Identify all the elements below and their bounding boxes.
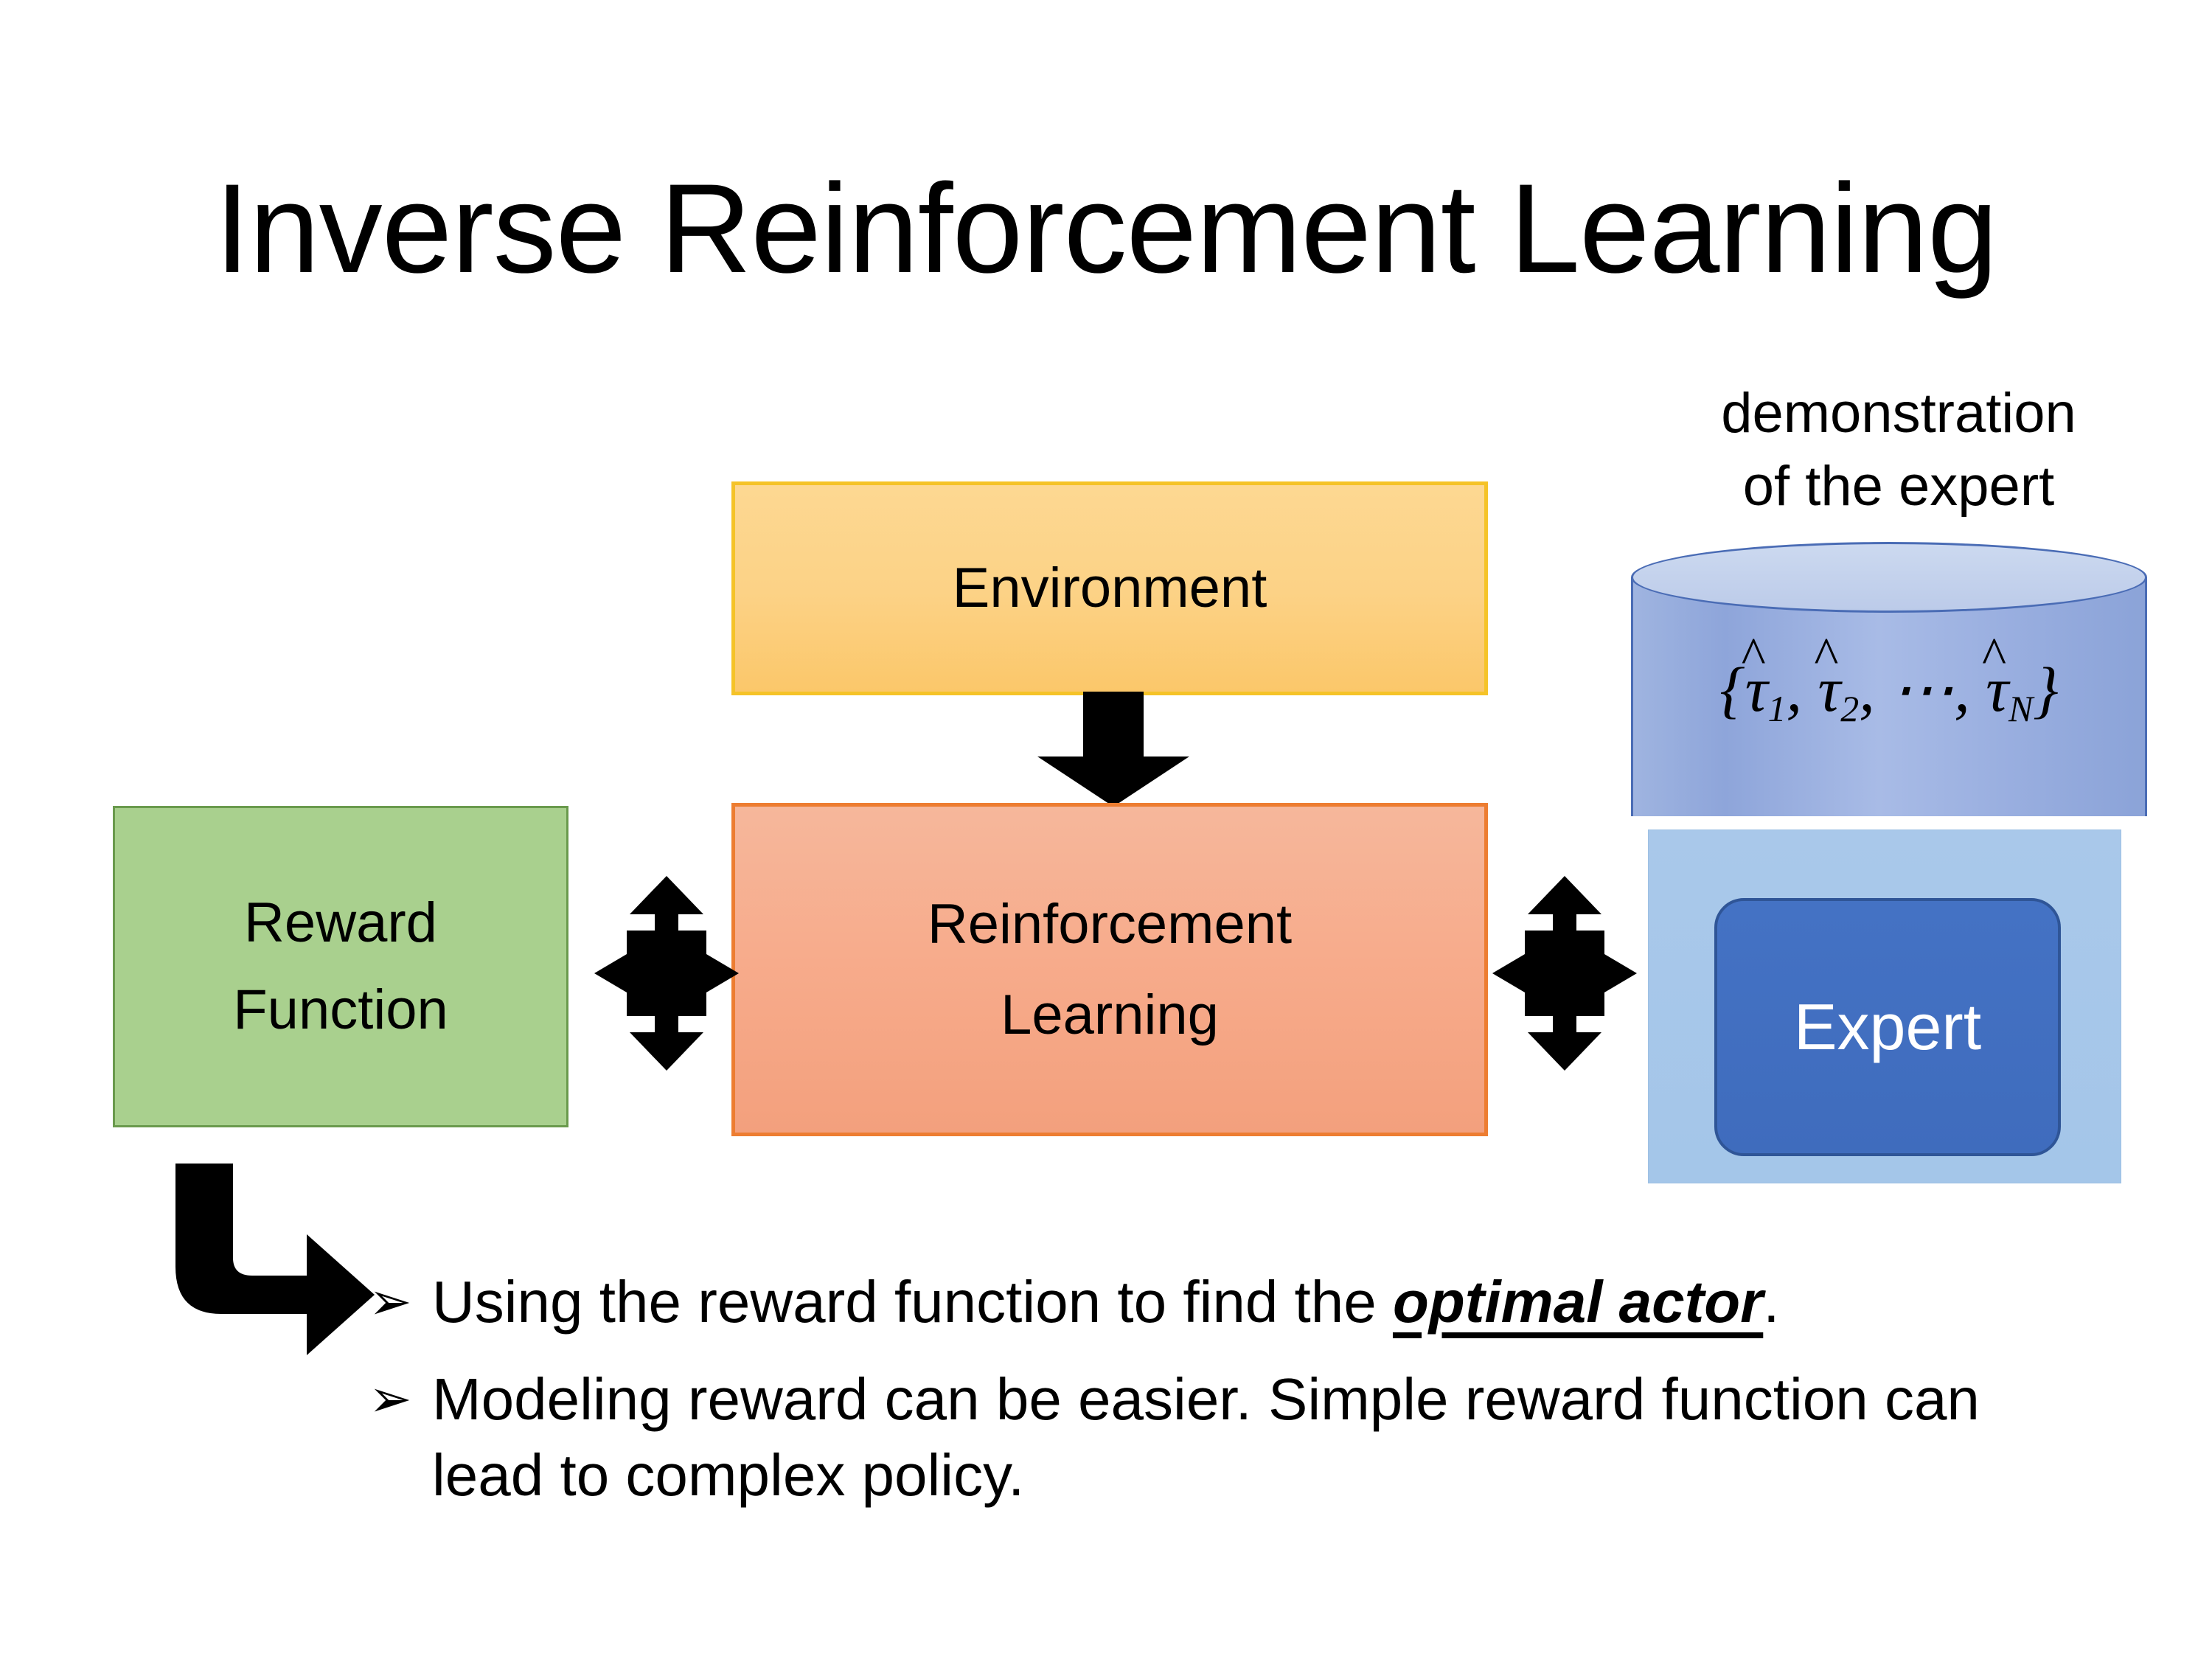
rl-box-label-line2: Learning bbox=[1001, 984, 1219, 1046]
formula-close-brace: } bbox=[2033, 654, 2059, 725]
tau-2-subscript: 2 bbox=[1840, 688, 1860, 729]
tau-2-glyph: τ bbox=[1818, 654, 1841, 725]
expert-box[interactable]: Expert bbox=[1714, 898, 2061, 1156]
tau-1-hat: ^ bbox=[1741, 627, 1766, 685]
bullet-text-1: Using the reward function to find the op… bbox=[432, 1265, 2101, 1340]
reward-to-bullets-arrow bbox=[175, 1164, 375, 1355]
reward-box-label: Reward Function bbox=[233, 880, 448, 1054]
tau-2-hat: ^ bbox=[1814, 627, 1839, 685]
bullet-list: ➢ Using the reward function to find the … bbox=[369, 1265, 2101, 1535]
bullet-marker-icon: ➢ bbox=[369, 1370, 412, 1428]
formula-open-brace: { bbox=[1719, 654, 1745, 725]
bullet-2-line2: function can lead to complex policy. bbox=[432, 1366, 1980, 1508]
bullet-marker-icon: ➢ bbox=[369, 1273, 412, 1330]
environment-box-label: Environment bbox=[952, 557, 1267, 620]
demonstration-cylinder: {^τ1, ^τ2, ⋯, ^τN} bbox=[1631, 542, 2147, 852]
bullet-2-line1: Modeling reward can be easier. Simple re… bbox=[432, 1366, 1646, 1433]
tau-1-subscript: 1 bbox=[1767, 688, 1787, 729]
demonstration-caption-line2: of the expert bbox=[1742, 454, 2055, 518]
reward-box-label-line1: Reward bbox=[244, 891, 437, 955]
tau-1-glyph: τ bbox=[1745, 654, 1768, 725]
bullet-1-emphasis: optimal actor bbox=[1392, 1269, 1764, 1335]
cylinder-top-ellipse bbox=[1631, 542, 2147, 613]
bullet-item-2: ➢ Modeling reward can be easier. Simple … bbox=[369, 1362, 2101, 1513]
formula-sep-3: , bbox=[1954, 654, 1986, 725]
formula-sep-2: , bbox=[1859, 654, 1891, 725]
tau-n-subscript: N bbox=[2008, 688, 2034, 729]
bullet-1-text-before: Using the reward function to find the bbox=[432, 1269, 1393, 1335]
trajectory-set-formula: {^τ1, ^τ2, ⋯, ^τN} bbox=[1631, 627, 2147, 730]
tau-1: ^τ bbox=[1742, 627, 1768, 726]
bullet-text-2: Modeling reward can be easier. Simple re… bbox=[432, 1362, 2101, 1513]
rl-expert-link-arrow bbox=[1492, 876, 1637, 1071]
reinforcement-learning-box[interactable]: Reinforcement Learning bbox=[731, 803, 1488, 1136]
page-title: Inverse Reinforcement Learning bbox=[215, 158, 1998, 299]
bullet-item-1: ➢ Using the reward function to find the … bbox=[369, 1265, 2101, 1340]
cylinder-body bbox=[1631, 577, 2147, 816]
reward-rl-link-arrow bbox=[594, 876, 739, 1071]
demonstration-caption-line1: demonstration bbox=[1721, 382, 2076, 445]
tau-n-glyph: τ bbox=[1986, 654, 2008, 725]
tau-2: ^τ bbox=[1814, 627, 1841, 726]
environment-box[interactable]: Environment bbox=[731, 481, 1488, 695]
bullet-1-text-after: . bbox=[1763, 1269, 1780, 1335]
tau-n: ^τ bbox=[1982, 627, 2008, 726]
demonstration-caption: demonstration of the expert bbox=[1633, 378, 2164, 524]
formula-sep-1: , bbox=[1786, 654, 1818, 725]
rl-box-label-line1: Reinforcement bbox=[927, 892, 1293, 956]
rl-box-label: Reinforcement Learning bbox=[928, 879, 1292, 1060]
environment-to-rl-arrow bbox=[1037, 692, 1189, 807]
formula-ellipsis: ⋯ bbox=[1891, 654, 1955, 725]
reward-box-label-line2: Function bbox=[233, 978, 448, 1041]
reward-function-box[interactable]: Reward Function bbox=[113, 806, 568, 1127]
tau-n-hat: ^ bbox=[1982, 627, 2007, 685]
expert-box-label: Expert bbox=[1793, 990, 1982, 1063]
